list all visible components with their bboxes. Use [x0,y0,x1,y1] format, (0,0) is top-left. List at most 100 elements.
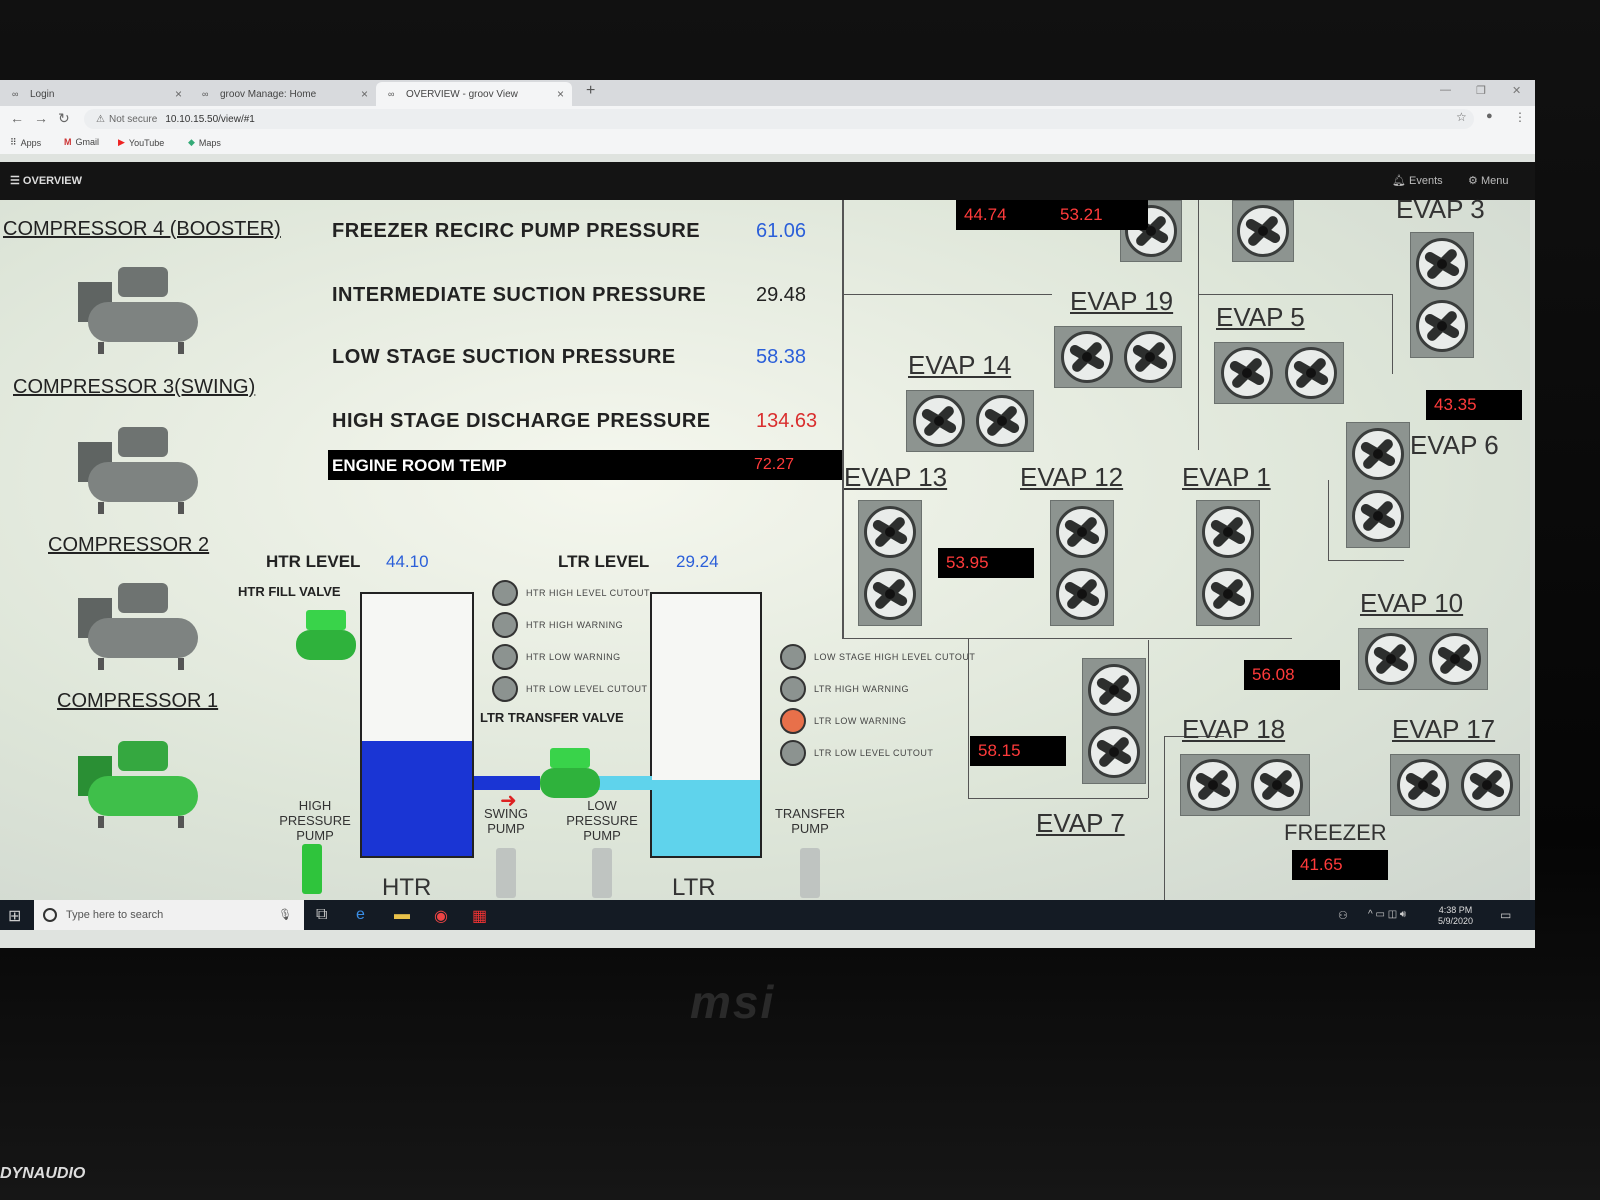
evap-6-label[interactable]: EVAP 6 [1410,430,1499,460]
low-pressure-pump[interactable] [592,848,612,898]
tab-login[interactable]: ∞ Login × [0,82,190,106]
htr-high-warning-indicator [492,612,518,638]
close-icon[interactable]: × [360,87,368,101]
evap-17-label[interactable]: EVAP 17 [1392,714,1496,744]
back-icon[interactable]: ← [10,110,24,126]
fan-icon [1202,568,1254,620]
tab-groov-manage[interactable]: ∞ groov Manage: Home × [190,82,376,106]
menu-button[interactable]: ⚙ Menu [1468,175,1509,187]
fan-icon [1251,759,1303,811]
evap-10-fans[interactable] [1358,628,1488,690]
compressor-3-icon[interactable] [78,422,198,514]
fan-panel[interactable] [1232,200,1294,262]
fan-icon [1352,428,1404,480]
new-tab-button[interactable]: + [586,82,596,99]
divider-line [968,798,1148,799]
chrome-icon[interactable]: ◉ [434,908,448,925]
system-clock[interactable]: 4:38 PM 5/9/2020 [1438,905,1474,926]
evap-14-label[interactable]: EVAP 14 [908,350,1012,380]
file-explorer-icon[interactable]: ▬ [394,906,410,923]
evap-12-label[interactable]: EVAP 12 [1020,462,1124,492]
profile-icon[interactable]: ● [1486,110,1493,122]
groov-logo-icon: ∞ [388,89,395,99]
htr-fill-valve[interactable] [296,610,356,660]
pressure-value-high-stage-discharge: 134.63 [756,410,818,432]
evap-10-label[interactable]: EVAP 10 [1360,588,1464,618]
hamburger-menu[interactable]: ☰ OVERVIEW [10,175,83,187]
fan-panel[interactable] [1120,200,1182,262]
fan-icon [1285,347,1337,399]
url-bar[interactable]: ⚠ Not secure 10.10.15.50/view/#1 [84,109,1474,129]
freezer-label: FREEZER [1284,820,1387,845]
windows-start-icon[interactable]: ⊞ [8,908,22,925]
events-button[interactable]: 🔔︎ Events [1392,175,1443,187]
htr-level-label: HTR LEVEL [266,552,361,571]
close-icon[interactable]: × [174,87,182,101]
screen: ∞ Login × ∞ groov Manage: Home × ∞ OVERV… [0,80,1535,948]
evap-1-label[interactable]: EVAP 1 [1182,462,1271,492]
compressor-1-label[interactable]: COMPRESSOR 1 [57,690,219,712]
close-window-icon[interactable]: ✕ [1512,85,1522,97]
high-pressure-pump[interactable] [302,844,322,894]
htr-tank[interactable] [360,592,474,858]
overview-canvas: COMPRESSOR 4 (BOOSTER) COMPRESSOR 3(SWIN… [0,194,1530,901]
evap-5-label[interactable]: EVAP 5 [1216,302,1305,332]
compressor-2-icon[interactable] [78,578,198,670]
app-icon[interactable]: ▦ [472,908,488,925]
compressor-2-label[interactable]: COMPRESSOR 2 [48,534,210,556]
kebab-menu-icon[interactable]: ⋮ [1514,110,1526,124]
evap-14-fans[interactable] [906,390,1034,452]
evap-13-fans[interactable] [858,500,922,626]
bookmark-youtube[interactable]: ▶YouTube [118,137,165,148]
forward-icon[interactable]: → [34,110,48,126]
notification-icon[interactable]: ▭ [1500,908,1512,922]
microphone-icon[interactable]: 🎙︎ [278,909,292,921]
people-icon[interactable]: ⚇ [1338,910,1348,922]
fan-icon [1060,331,1113,383]
evap-1-fans[interactable] [1196,500,1260,626]
readout-box: 53.95 [938,548,1034,578]
compressor-1-icon[interactable] [78,736,198,828]
edge-icon[interactable]: e [356,906,365,923]
minimize-icon[interactable]: — [1440,84,1451,96]
ltr-tank[interactable] [650,592,762,858]
evap-19-fans[interactable] [1054,326,1182,388]
fan-icon [1429,633,1481,685]
compressor-3-label[interactable]: COMPRESSOR 3(SWING) [13,376,256,398]
compressor-4-label[interactable]: COMPRESSOR 4 (BOOSTER) [3,218,281,240]
fan-icon [1416,238,1468,290]
tray-icons[interactable]: ^ ▭ ◫ 🔊︎ [1368,909,1407,920]
swing-pump[interactable] [496,848,516,898]
evap-6-fans[interactable] [1346,422,1410,548]
evap-18-label[interactable]: EVAP 18 [1182,714,1286,744]
evap-7-label[interactable]: EVAP 7 [1036,808,1125,838]
bookmark-apps[interactable]: ⠿Apps [10,137,42,148]
divider-line [1164,736,1224,737]
evap-12-fans[interactable] [1050,500,1114,626]
fan-icon [864,506,916,558]
gear-icon: ⚙ [1468,175,1478,187]
evap-18-fans[interactable] [1180,754,1310,816]
evap-3-label[interactable]: EVAP 3 [1396,194,1485,224]
tab-overview[interactable]: ∞ OVERVIEW - groov View × [376,82,572,106]
app-header: ☰ OVERVIEW 🔔︎ Events ⚙ Menu [0,162,1535,200]
bookmark-maps[interactable]: ◆Maps [188,137,221,148]
evap-5-fans[interactable] [1214,342,1344,404]
evap-3-fans[interactable] [1410,232,1474,358]
evap-13-label[interactable]: EVAP 13 [844,462,948,492]
restore-icon[interactable]: ❐ [1476,85,1486,97]
indicator-label: LTR LOW LEVEL CUTOUT [814,748,934,758]
task-view-icon[interactable]: ⧉ [316,906,328,923]
transfer-pump[interactable] [800,848,820,898]
evap-19-label[interactable]: EVAP 19 [1070,286,1174,316]
taskbar-search-input[interactable]: Type here to search 🎙︎ [34,900,304,930]
star-icon[interactable]: ☆ [1456,110,1467,124]
reload-icon[interactable]: ↻ [58,110,70,126]
ltr-transfer-valve[interactable] [540,748,600,798]
fan-icon [1202,506,1254,558]
evap-7-fans[interactable] [1082,658,1146,784]
evap-17-fans[interactable] [1390,754,1520,816]
close-icon[interactable]: × [556,87,564,101]
compressor-4-icon[interactable] [78,262,198,354]
